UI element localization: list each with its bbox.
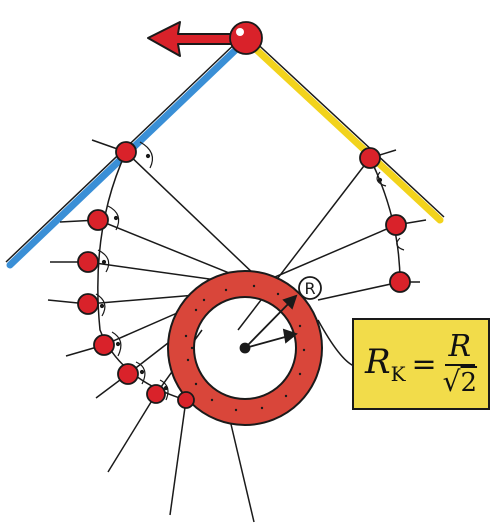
formula-fraction: R √2 — [442, 332, 478, 398]
ball — [389, 271, 411, 293]
radius-vectors — [239, 294, 298, 354]
formula-radicand: 2 — [460, 368, 478, 398]
ball — [117, 363, 139, 385]
formula-leader — [317, 319, 355, 367]
formula-equals: = — [411, 346, 437, 382]
ball-highlights — [236, 28, 244, 36]
velocity-arrow — [147, 21, 233, 57]
top-ball — [229, 21, 263, 55]
radius-label: R — [298, 276, 322, 300]
right-wall — [242, 36, 445, 224]
radius-label-text: R — [304, 279, 315, 298]
formula-denominator: √2 — [442, 365, 478, 398]
root-sign: √ — [442, 365, 461, 398]
ball — [385, 214, 407, 236]
ball — [115, 141, 137, 163]
ball — [146, 384, 166, 404]
formula-box: RK = R √2 — [352, 318, 490, 410]
ball — [177, 391, 195, 409]
string-lines — [47, 139, 427, 523]
pendulum-balls — [77, 21, 411, 409]
right-angle-marks — [95, 141, 405, 401]
ball — [359, 147, 381, 169]
formula-numerator: R — [444, 332, 476, 366]
ring — [167, 270, 323, 426]
formula-lhs: RK — [364, 341, 406, 386]
ball — [77, 293, 99, 315]
ball — [93, 334, 115, 356]
ball — [77, 251, 99, 273]
ball — [87, 209, 109, 231]
